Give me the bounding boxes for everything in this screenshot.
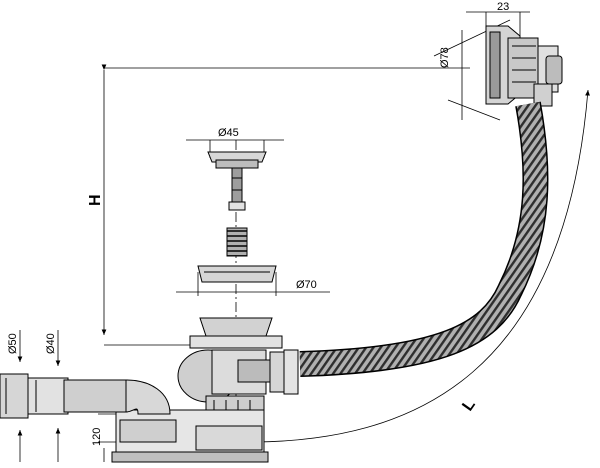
drain-flange [197, 265, 277, 283]
height-label: H [87, 194, 104, 206]
flange-diameter-label: Ø70 [296, 279, 317, 291]
outlet-inner-diameter-label: Ø40 [45, 333, 57, 354]
outlet-outer-diameter-label: Ø50 [7, 333, 19, 354]
trap-height-label: 120 [91, 428, 103, 446]
drain-body [111, 317, 299, 463]
overflow-depth-label: 23 [497, 1, 509, 13]
length-label: L [459, 396, 479, 414]
plug-diameter-label: Ø45 [218, 127, 239, 139]
outlet-pipe [0, 373, 171, 419]
plug-assembly [207, 151, 267, 257]
overflow-head [485, 25, 563, 107]
overflow-diameter-label: Ø78 [439, 47, 451, 68]
flexible-hose [299, 101, 549, 377]
